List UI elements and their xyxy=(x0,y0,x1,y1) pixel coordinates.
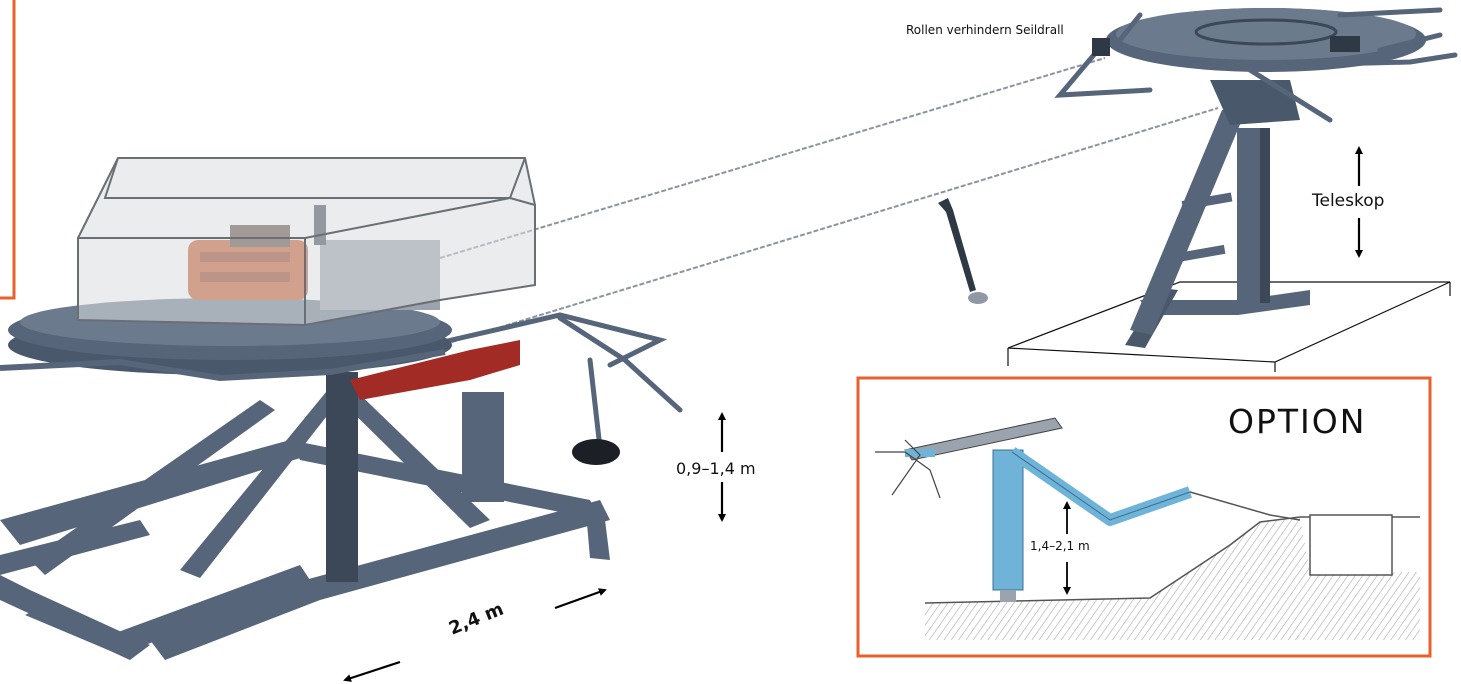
drive-machine xyxy=(0,157,683,660)
accent-frame-topleft xyxy=(0,0,16,300)
teleskop-label: Teleskop xyxy=(1312,191,1385,211)
rope-lines xyxy=(439,57,1219,343)
option-title: OPTION xyxy=(1228,402,1367,441)
pulley-station xyxy=(1007,7,1458,372)
height-label: 0,9–1,4 m xyxy=(676,459,756,478)
width-arrows xyxy=(343,588,607,682)
rope-hanger xyxy=(938,198,988,304)
rollers-label: Rollen verhindern Seildrall xyxy=(906,23,1064,37)
option-box xyxy=(856,376,1432,658)
option-height-label: 1,4–2,1 m xyxy=(1030,539,1090,553)
